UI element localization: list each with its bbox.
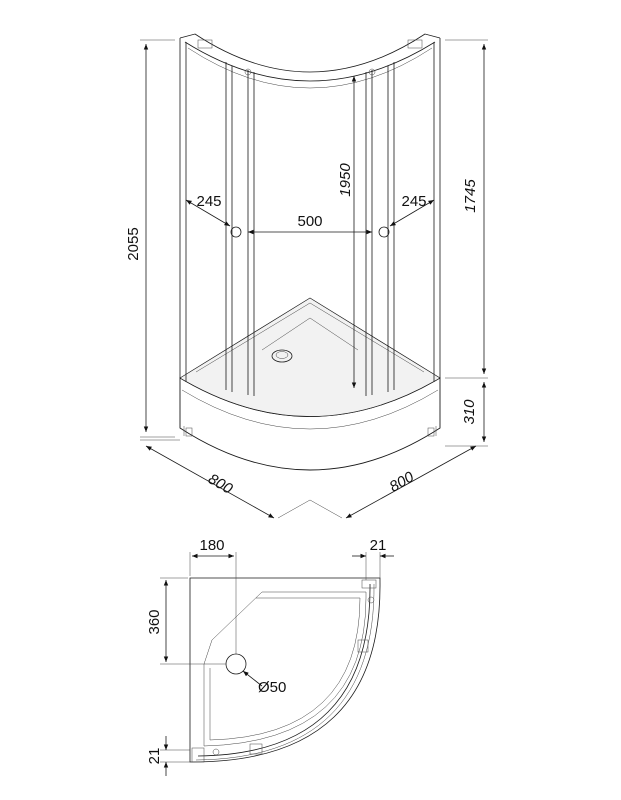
dim-frame-height: 1745 bbox=[445, 39, 488, 379]
dim-door-opening-label: 500 bbox=[297, 213, 322, 230]
drain-icon bbox=[271, 349, 293, 363]
dim-drain-diameter-label: Ø50 bbox=[258, 679, 286, 696]
dim-drain-offset-x: 180 bbox=[189, 537, 237, 654]
dim-edge-top-right: 21 bbox=[352, 537, 394, 580]
top-rail bbox=[179, 33, 441, 73]
isometric-view: 2055 1950 1745 310 245 500 bbox=[125, 33, 488, 519]
dim-glass-height-label: 1950 bbox=[337, 163, 354, 197]
dim-width-right-label: 800 bbox=[387, 468, 418, 496]
plan-view: 180 21 360 Ø50 21 bbox=[146, 537, 394, 776]
dim-tray-height: 310 bbox=[445, 382, 488, 447]
door-handle-icon bbox=[378, 226, 390, 238]
dim-drain-offset-y: 360 bbox=[146, 577, 226, 665]
dim-total-height-label: 2055 bbox=[125, 227, 142, 260]
tray-basin bbox=[203, 591, 367, 747]
dim-left-panel: 245 bbox=[185, 193, 231, 227]
dim-right-panel-label: 245 bbox=[401, 193, 426, 210]
dim-edge-bottom-left: 21 bbox=[146, 736, 190, 776]
dim-drain-offset-y-label: 360 bbox=[146, 609, 163, 634]
dim-edge-bottom-left-label: 21 bbox=[146, 748, 163, 765]
dim-left-panel-label: 245 bbox=[196, 193, 221, 210]
dim-drain-offset-x-label: 180 bbox=[199, 537, 224, 554]
dim-drain-diameter: Ø50 bbox=[242, 670, 286, 696]
dim-total-height: 2055 bbox=[125, 39, 175, 438]
shower-tray-top bbox=[179, 297, 441, 417]
tray-outline bbox=[189, 577, 381, 763]
dim-frame-height-label: 1745 bbox=[462, 179, 479, 213]
dim-right-panel: 245 bbox=[389, 193, 435, 227]
door-handle-icon bbox=[230, 226, 242, 238]
dim-door-opening: 500 bbox=[248, 213, 372, 235]
dim-edge-top-right-label: 21 bbox=[370, 537, 387, 554]
dim-tray-height-label: 310 bbox=[461, 399, 478, 425]
